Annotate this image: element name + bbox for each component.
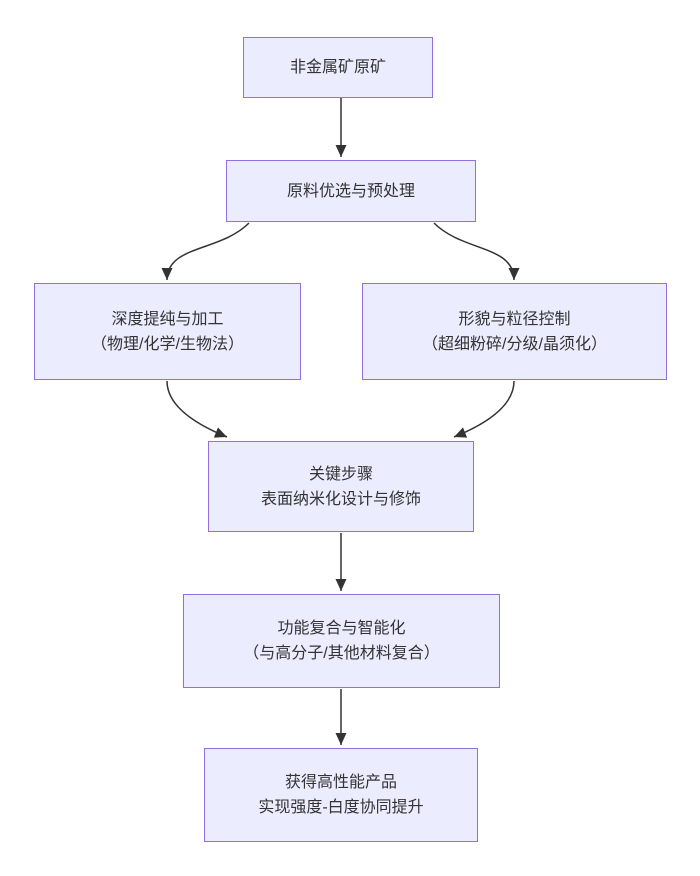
node-raw-ore: 非金属矿原矿	[243, 37, 433, 98]
node-purification: 深度提纯与加工 （物理/化学/生物法）	[34, 283, 301, 380]
node-key-step: 关键步骤 表面纳米化设计与修饰	[208, 441, 474, 532]
node-pretreatment-label: 原料优选与预处理	[286, 182, 415, 200]
node-morphology-control-label-line2: （超细粉碎/分级/晶须化）	[422, 335, 607, 353]
node-morphology-control-label-line1: 形貌与粒径控制	[458, 310, 571, 328]
edge-pretreatment-to-morphology-control	[433, 222, 520, 281]
edge-pretreatment-to-purification	[161, 222, 250, 281]
edge-purification-to-key-step	[166, 380, 228, 438]
node-key-step-label-line1: 关键步骤	[308, 465, 373, 483]
node-final-product-label-line1: 获得高性能产品	[284, 774, 397, 791]
edge-morphology-control-to-key-step	[453, 380, 515, 438]
node-morphology-control: 形貌与粒径控制 （超细粉碎/分级/晶须化）	[362, 283, 667, 380]
node-raw-ore-label: 非金属矿原矿	[289, 59, 386, 76]
node-purification-label-line1: 深度提纯与加工	[111, 310, 224, 328]
node-purification-label-line2: （物理/化学/生物法）	[91, 335, 244, 353]
node-final-product: 获得高性能产品 实现强度-白度协同提升	[204, 748, 478, 842]
node-key-step-label-line2: 表面纳米化设计与修饰	[260, 490, 421, 508]
node-functionalization-label-line2: （与高分子/其他材料复合）	[243, 645, 440, 662]
node-pretreatment: 原料优选与预处理	[226, 160, 476, 222]
node-final-product-label-line2: 实现强度-白度协同提升	[258, 799, 424, 816]
node-functionalization: 功能复合与智能化 （与高分子/其他材料复合）	[183, 594, 500, 688]
node-functionalization-label-line1: 功能复合与智能化	[277, 620, 406, 637]
